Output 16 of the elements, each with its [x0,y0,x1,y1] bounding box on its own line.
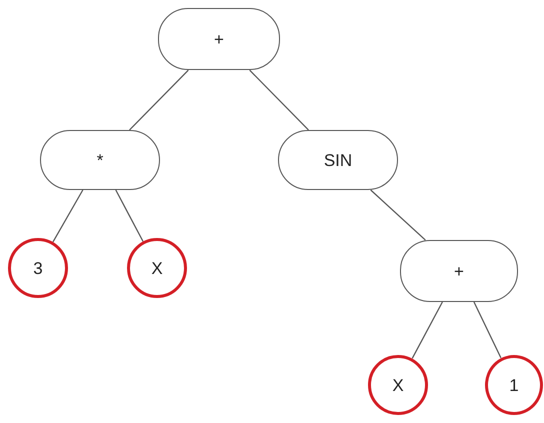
connector-line [129,70,189,130]
node-label: 1 [509,376,519,394]
connector-line [473,302,502,358]
node-label: + [454,262,464,280]
node-label: * [96,152,104,168]
node-label: 3 [33,260,43,276]
connector-line [115,190,144,242]
operator-node [158,8,280,70]
node-label: X [151,260,163,276]
node-label: X [392,376,404,394]
connector-line [52,190,84,242]
node-label: + [214,30,224,48]
connector-line [412,302,443,359]
connector-line [370,190,426,241]
connector-line [249,70,309,130]
node-label: SIN [324,152,352,168]
